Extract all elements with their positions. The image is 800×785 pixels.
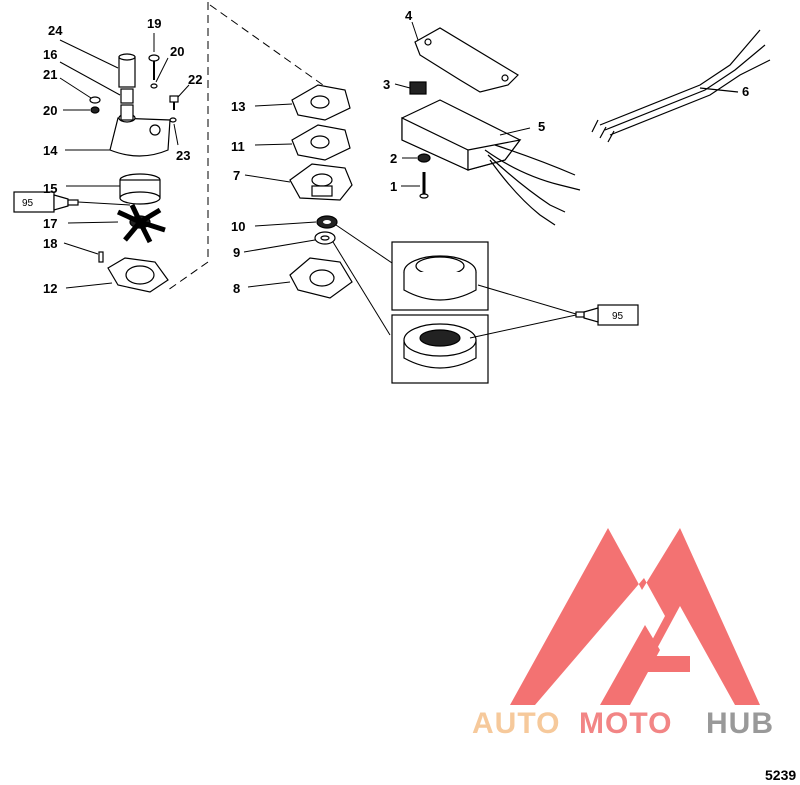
automotohub-watermark: AUTO MOTO HUB xyxy=(472,528,774,740)
callout-21: 21 xyxy=(43,67,57,82)
part-23-washer xyxy=(169,117,179,146)
part-15-impeller-insert xyxy=(66,173,161,205)
callout-10: 10 xyxy=(231,219,245,234)
callout-23: 23 xyxy=(176,148,190,163)
callout-9: 9 xyxy=(233,245,240,260)
callout-11: 11 xyxy=(231,139,245,154)
callout-2: 2 xyxy=(390,151,397,166)
callout-13: 13 xyxy=(231,99,245,114)
part-13-plate xyxy=(254,84,351,121)
part-1-screw xyxy=(401,172,429,199)
seal-detail-box-top xyxy=(391,241,489,311)
callout-18: 18 xyxy=(43,236,57,251)
part-4-gasket xyxy=(411,21,519,93)
part-16-sleeve xyxy=(59,61,134,104)
switch-box-wires xyxy=(484,144,581,226)
callout-22: 22 xyxy=(188,72,202,87)
watermark-text-hub: HUB xyxy=(706,707,774,740)
callout-14: 14 xyxy=(43,143,58,158)
callout-16: 16 xyxy=(43,47,57,62)
callout-15: 15 xyxy=(43,181,57,196)
part-7-pump-base xyxy=(244,163,353,201)
callout-4: 4 xyxy=(405,8,413,23)
part-6-wire-harness xyxy=(591,29,771,143)
part-11-gasket xyxy=(254,124,351,161)
part-19-screw xyxy=(148,33,160,80)
part-14-pump-housing xyxy=(65,104,171,157)
callout-20-top: 20 xyxy=(170,44,184,59)
sealant-tube-right: 95 xyxy=(469,284,639,339)
callout-8: 8 xyxy=(233,281,240,296)
callout-7: 7 xyxy=(233,168,240,183)
callout-labels: 24 19 16 20 21 22 20 14 23 15 17 18 12 1… xyxy=(43,8,749,296)
part-12-gasket xyxy=(65,257,169,293)
part-5-switch-box xyxy=(401,99,531,171)
sealant-label-left: 95 xyxy=(22,198,34,209)
sealant-label-right: 95 xyxy=(612,311,624,322)
part-3-grommet xyxy=(394,81,427,95)
dashed-assembly-lines xyxy=(167,2,331,291)
part-8-gasket xyxy=(247,257,353,299)
callout-6: 6 xyxy=(742,84,749,99)
part-9-seal xyxy=(243,231,391,336)
figure-number: 5239 xyxy=(765,767,796,783)
seal-detail-box-bottom xyxy=(391,314,489,384)
part-24-tube xyxy=(59,39,136,88)
part-21-washer xyxy=(59,77,101,104)
callout-1: 1 xyxy=(390,179,397,194)
sealant-tube-left: 95 xyxy=(13,191,131,213)
part-20-washer-right xyxy=(150,57,169,89)
part-20-nut-left xyxy=(63,106,100,114)
watermark-logo-triangle xyxy=(510,528,760,705)
watermark-text-auto: AUTO xyxy=(472,707,560,740)
callout-17: 17 xyxy=(43,216,57,231)
part-2-nut xyxy=(402,153,431,163)
part-10-seal xyxy=(254,215,396,266)
part-17-impeller xyxy=(67,203,166,244)
callout-3: 3 xyxy=(383,77,390,92)
part-22-screw xyxy=(169,84,190,110)
callout-20-left: 20 xyxy=(43,103,57,118)
callout-12: 12 xyxy=(43,281,57,296)
callout-5: 5 xyxy=(538,119,545,134)
watermark-text-moto: MOTO xyxy=(579,707,672,740)
callout-24: 24 xyxy=(48,23,63,38)
part-18-key xyxy=(63,242,104,263)
callout-19: 19 xyxy=(147,16,161,31)
